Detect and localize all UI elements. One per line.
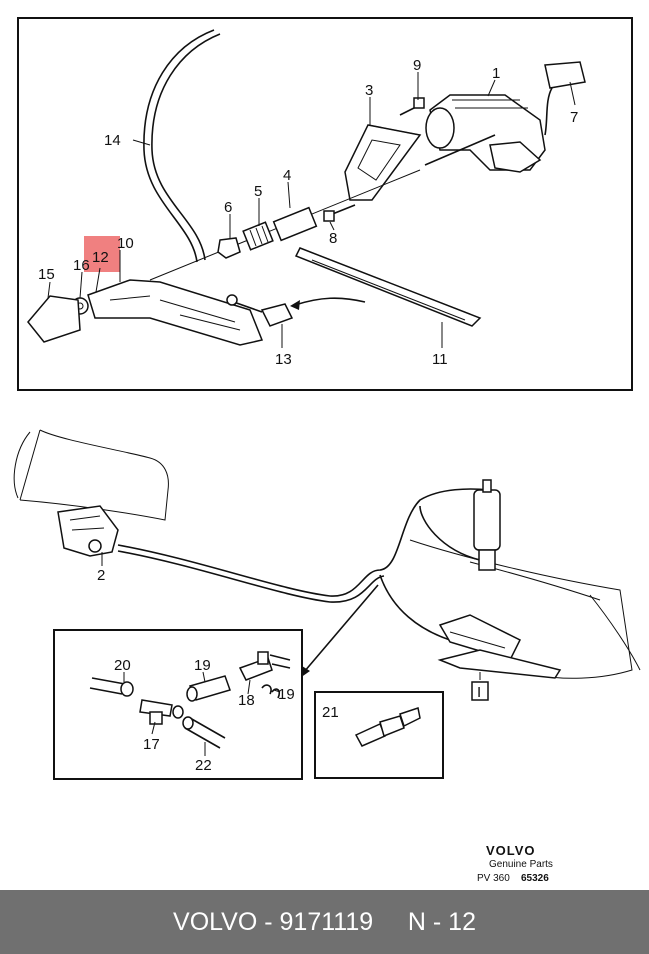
screw-8 [323, 204, 356, 222]
hose-20 [89, 677, 134, 697]
footer-gap [373, 908, 408, 937]
seal-6 [217, 237, 241, 259]
footer-separator: - [257, 907, 280, 936]
callout-5: 5 [254, 183, 262, 200]
connector-21 [354, 707, 421, 747]
wiper-blade-11 [294, 247, 482, 327]
washer-pump [473, 479, 501, 571]
callout-4: 4 [283, 167, 291, 184]
callout-9: 9 [413, 57, 421, 74]
callout-2: 2 [97, 567, 105, 584]
callout-3: 3 [365, 82, 373, 99]
svg-text:Genuine Parts: Genuine Parts [489, 859, 553, 870]
footer-part-number: 9171119 [279, 907, 374, 936]
screw-9 [399, 97, 425, 116]
callout-18: 18 [238, 692, 255, 709]
wiper-arm-10 [87, 279, 264, 346]
wiper-assembly-diagram: 1 9 3 7 14 4 5 6 8 10 12 16 15 13 11 2 [13, 17, 641, 884]
callout-15: 15 [38, 266, 55, 283]
highlight-box-12 [84, 236, 120, 272]
callout-20: 20 [114, 657, 131, 674]
callout-19a: 19 [194, 657, 211, 674]
callout-1: 1 [492, 65, 500, 82]
callout-21: 21 [322, 704, 339, 721]
svg-text:VOLVO: VOLVO [486, 843, 536, 858]
rear-wiper-motor-2 [57, 505, 119, 557]
sleeve-4 [272, 206, 318, 242]
callout-6: 6 [224, 199, 232, 216]
top-panel-frame [17, 17, 633, 391]
leader-lines-detail [123, 671, 281, 756]
callout-17: 17 [143, 736, 160, 753]
svg-text:65326: 65326 [521, 873, 549, 884]
callout-16: 16 [73, 257, 90, 274]
callout-8: 8 [329, 230, 337, 247]
wiper-motor-1 [424, 94, 546, 173]
callout-7: 7 [570, 109, 578, 126]
volvo-genuine-parts-logo: VOLVO Genuine Parts PV 360 65326 [477, 843, 553, 884]
car-body-outline [409, 539, 633, 679]
footer-brand: VOLVO [173, 907, 258, 936]
leader-lines-top [47, 72, 576, 348]
bracket-3 [344, 124, 422, 201]
connector-18 [238, 651, 291, 681]
callout-13: 13 [275, 351, 292, 368]
callout-19b: 19 [278, 686, 295, 703]
headlamp-wiper-assembly [437, 614, 562, 701]
connector-19a [186, 675, 231, 702]
footer-ref: N - 12 [407, 907, 476, 936]
callout-14: 14 [104, 132, 121, 149]
t-piece-17 [139, 699, 184, 725]
washer-hose-long [117, 488, 491, 597]
callout-10: 10 [117, 235, 134, 252]
nut-5 [242, 221, 274, 251]
callout-22: 22 [195, 757, 212, 774]
callout-i: I [477, 684, 481, 701]
hose-22 [182, 716, 226, 749]
svg-text:PV 360: PV 360 [477, 873, 510, 884]
clip-19b [261, 684, 281, 699]
footer-bar: VOLVO - 9171119 N - 12 [0, 890, 649, 954]
callout-11: 11 [432, 351, 448, 368]
callout-12: 12 [92, 249, 109, 266]
arrow-blade-to-nozzle [294, 297, 366, 306]
nozzle-13 [226, 294, 294, 327]
connector-7 [544, 61, 586, 136]
washer-hose-14 [151, 33, 221, 261]
arrow-to-detail [303, 584, 379, 673]
cap-15 [27, 295, 81, 343]
